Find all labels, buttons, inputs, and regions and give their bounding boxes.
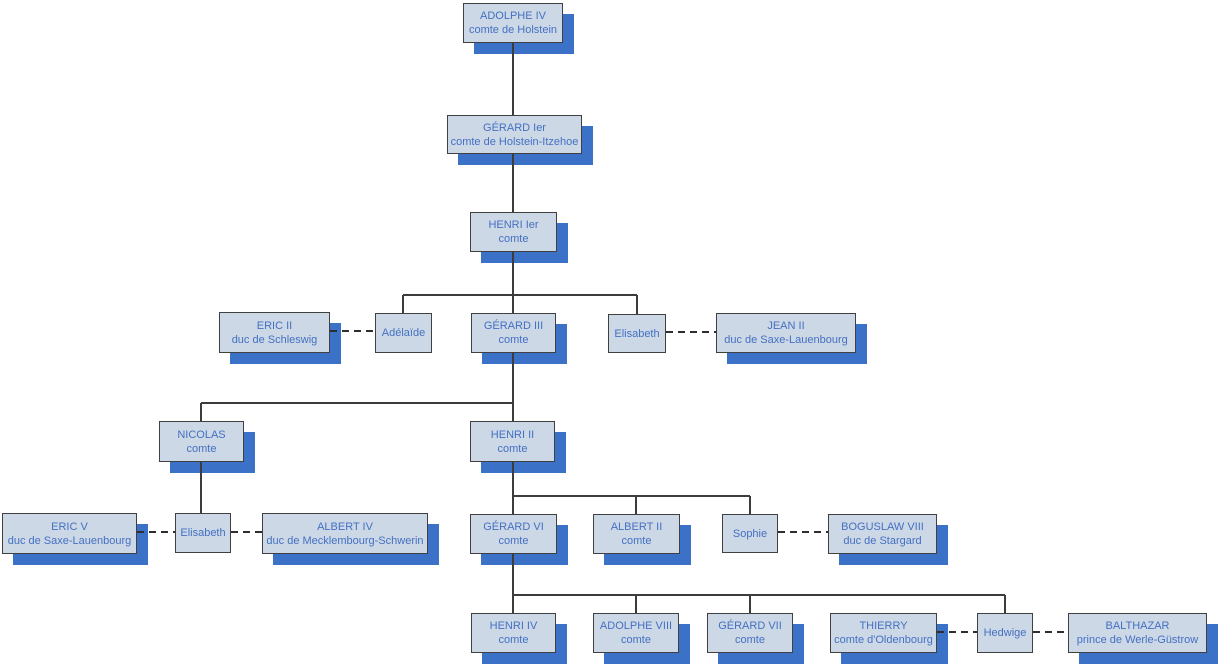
tree-node-jean-ii[interactable]: JEAN II duc de Saxe-Lauenbourg [716,313,856,353]
descent-connector-line [749,595,751,613]
node-name: GÉRARD VII [718,620,782,632]
tree-node-balthazar[interactable]: BALTHAZAR prince de Werle-Güstrow [1068,613,1207,653]
tree-node-henri-iv[interactable]: HENRI IV comte [471,613,556,653]
descent-connector-line [513,495,750,497]
node-title: comte d'Oldenbourg [834,634,933,646]
tree-node-sophie[interactable]: Sophie [722,514,778,553]
node-title: comte [498,535,529,547]
node-name: HENRI II [490,428,535,441]
descent-connector-line [512,554,514,613]
marriage-connector-line [937,631,977,633]
node-name: ADOLPHE VIII [599,620,673,632]
node-name: BALTHAZAR [1105,620,1170,632]
node-title: duc de Saxe-Lauenbourg [7,534,132,547]
node-name: HENRI IV [489,620,538,632]
tree-node-elisabeth-1[interactable]: Elisabeth [608,314,666,353]
node-title: prince de Werle-Güstrow [1076,634,1199,646]
node-title: duc de Schleswig [231,333,318,346]
node-title: comte [735,634,765,646]
marriage-connector-line [778,531,828,533]
node-name: JEAN II [767,320,805,332]
node-title: comte de Holstein-Itzehoe [450,135,579,148]
node-name: NICOLAS [177,428,226,441]
tree-node-hedwige[interactable]: Hedwige [977,613,1033,653]
descent-connector-line [512,252,514,313]
node-name: BOGUSLAW VIII [841,521,924,533]
node-title: comte [498,634,529,646]
node-title: comte [186,442,217,455]
node-name: THIERRY [859,620,908,632]
descent-connector-line [636,295,638,314]
tree-node-adolphe-iv[interactable]: ADOLPHE IV comte de Holstein [463,3,563,43]
node-title: comte [498,334,529,346]
node-name: Adélaïde [381,327,426,339]
node-title: comte de Holstein [468,24,558,36]
node-name: ADOLPHE IV [479,10,547,22]
tree-node-gerard-vi[interactable]: GÉRARD VI comte [470,514,557,554]
descent-connector-line [635,595,637,613]
tree-node-elisabeth-2[interactable]: Elisabeth [175,513,231,553]
node-name: Hedwige [983,627,1027,639]
node-name: Elisabeth [614,327,660,340]
marriage-connector-line [231,531,262,533]
descent-connector-line [201,402,513,404]
node-name: ERIC V [51,520,88,533]
descent-connector-line [512,462,514,514]
node-title: comte [621,634,651,646]
node-name: ALBERT IV [317,520,373,533]
node-title: duc de Saxe-Lauenbourg [724,334,848,346]
marriage-connector-line [137,531,175,533]
node-title: comte [621,535,652,547]
node-title: duc de Mecklembourg-Schwerin [266,534,424,547]
node-name: ERIC II [256,319,293,332]
node-name: Elisabeth [180,527,226,539]
descent-connector-line [513,594,1005,596]
node-name: GÉRARD VI [483,521,544,533]
node-title: comte [497,442,528,455]
marriage-connector-line [1033,631,1068,633]
node-title: comte [498,233,529,245]
node-name: GÉRARD III [483,320,544,332]
tree-node-thierry[interactable]: THIERRY comte d'Oldenbourg [830,613,937,653]
tree-node-boguslaw-viii[interactable]: BOGUSLAW VIII duc de Stargard [828,514,937,554]
marriage-connector-line [330,330,375,332]
tree-node-adelaide[interactable]: Adélaïde [375,313,432,353]
descent-connector-line [402,295,404,313]
descent-connector-line [512,353,514,421]
tree-node-adolphe-viii[interactable]: ADOLPHE VIII comte [593,613,679,653]
node-name: ALBERT II [610,521,663,533]
tree-node-gerard-iii[interactable]: GÉRARD III comte [471,313,556,353]
marriage-connector-line [666,331,716,333]
descent-connector-line [512,43,514,115]
descent-connector-line [200,403,202,421]
node-name: GÉRARD Ier [483,121,546,134]
descent-connector-line [512,154,514,212]
descent-connector-line [403,294,637,296]
descent-connector-line [749,496,751,514]
node-name: Sophie [732,527,768,540]
descent-connector-line [200,462,202,515]
tree-node-henri-ier[interactable]: HENRI Ier comte [470,212,557,252]
descent-connector-line [1004,595,1006,613]
tree-node-gerard-vii[interactable]: GÉRARD VII comte [707,613,793,653]
node-name: HENRI Ier [488,219,539,231]
descent-connector-line [635,496,637,514]
node-title: duc de Stargard [843,535,922,547]
tree-node-albert-ii[interactable]: ALBERT II comte [593,514,680,554]
